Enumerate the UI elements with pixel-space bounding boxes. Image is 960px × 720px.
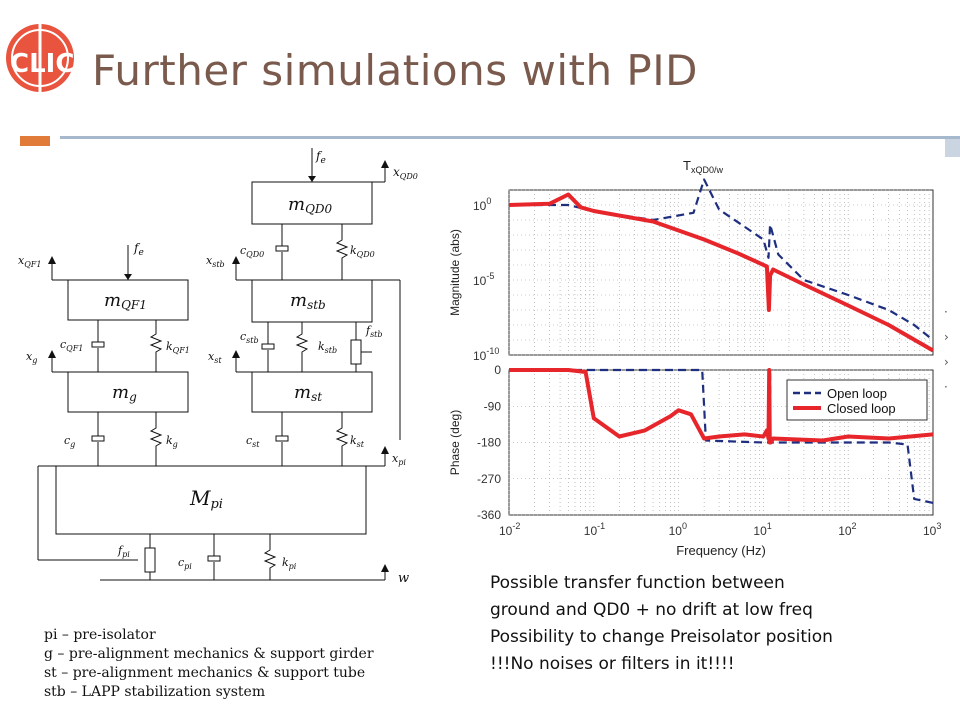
y-tick-label: 10-5: [473, 271, 494, 288]
legend-line: st – pre-alignment mechanics & support t…: [44, 665, 366, 681]
svg-text:xQD0: xQD0: [393, 165, 418, 181]
note-line: ground and QD0 + no drift at low freq: [490, 600, 813, 620]
mass-pi: [55, 465, 367, 535]
force-label-fe-left: fe: [133, 241, 144, 258]
series-open-loop-magnitude: [509, 178, 934, 341]
y-tick-label: -90: [484, 399, 502, 413]
svg-text:cstb: cstb: [240, 330, 259, 345]
x-axis-label: Frequency (Hz): [676, 543, 766, 558]
schematic-legend: pi – pre-isolator g – pre-alignment mech…: [44, 626, 374, 702]
y-tick-label: -270: [477, 472, 501, 486]
logo-text: CLIC: [10, 49, 74, 79]
mass-st: [251, 371, 373, 413]
svg-text:kst: kst: [350, 434, 365, 449]
y-tick-label: 10-10: [473, 346, 499, 363]
magnitude-axes: [508, 189, 934, 356]
svg-text:xg: xg: [26, 350, 37, 365]
series-closed-loop-magnitude: [508, 192, 934, 353]
mass-qf1: [67, 279, 189, 321]
title-divider-accent: [20, 136, 50, 146]
note-line: !!!No noises or filters in it!!!!: [490, 654, 735, 674]
y-tick-label: 100: [473, 196, 491, 213]
svg-text:kQD0: kQD0: [350, 244, 375, 259]
y-tick-label: -360: [477, 508, 501, 522]
legend-label: Open loop: [827, 386, 887, 401]
legend-label: Closed loop: [827, 401, 896, 416]
svg-text:w: w: [398, 571, 409, 586]
title-divider: [60, 136, 960, 139]
x-tick-label: 101: [753, 521, 771, 538]
legend-line: g – pre-alignment mechanics & support gi…: [44, 646, 374, 662]
svg-text:cpi: cpi: [178, 556, 192, 571]
y-axis-label: Magnitude (abs): [448, 229, 462, 316]
svg-text:cQF1: cQF1: [60, 338, 83, 353]
svg-text:kstb: kstb: [318, 340, 337, 355]
x-tick-label: 103: [923, 521, 941, 538]
chart-title: TxQD0/w: [683, 158, 723, 175]
x-tick-label: 10-2: [499, 521, 520, 538]
svg-text:xstb: xstb: [206, 254, 225, 269]
svg-text:cg: cg: [64, 434, 75, 449]
svg-text:xpi: xpi: [392, 452, 406, 467]
slide-title: Further simulations with PID: [92, 46, 698, 95]
title-divider-end: [945, 139, 960, 157]
svg-text:xQF1: xQF1: [18, 254, 41, 269]
bode-plot: TxQD0/w 100 10-5 10-10 Magnitude (abs) 0 -90 -1…: [448, 158, 941, 558]
svg-text:xst: xst: [208, 350, 222, 365]
x-tick-label: 102: [838, 521, 856, 538]
svg-text:kQF1: kQF1: [166, 340, 190, 355]
clic-logo: CLIC: [0, 12, 86, 96]
slide-notes: Possible transfer function between groun…: [490, 570, 833, 678]
svg-text:kpi: kpi: [282, 556, 297, 571]
note-line: Possible transfer function between: [490, 573, 785, 593]
svg-text:cst: cst: [246, 434, 260, 449]
mass-spring-schematic: mQD0 fe xQD0 cQD0 kQD0 mstb xstb cstb ks…: [18, 148, 418, 586]
force-label-fe-top: fe: [315, 149, 326, 166]
legend-line: pi – pre-isolator: [44, 627, 156, 643]
y-tick-label: 0: [494, 363, 501, 377]
mass-stb: [251, 279, 373, 323]
legend-line: stb – LAPP stabilization system: [44, 684, 266, 700]
svg-text:kg: kg: [166, 434, 178, 449]
x-tick-label: 10-1: [584, 521, 605, 538]
svg-text:fstb: fstb: [365, 324, 383, 339]
y-axis-label: Phase (deg): [448, 410, 462, 475]
series-closed-loop-phase: [509, 368, 934, 445]
mass-g: [67, 371, 189, 413]
x-tick-label: 100: [669, 521, 687, 538]
cropped-edge-marks: ·››·: [944, 305, 949, 394]
y-tick-label: -180: [477, 436, 501, 450]
note-line: Possibility to change Preisolator positi…: [490, 627, 833, 647]
svg-text:fpi: fpi: [117, 544, 130, 559]
mass-qd0: [251, 181, 373, 225]
svg-text:cQD0: cQD0: [240, 244, 264, 259]
chart-legend: [786, 379, 928, 421]
